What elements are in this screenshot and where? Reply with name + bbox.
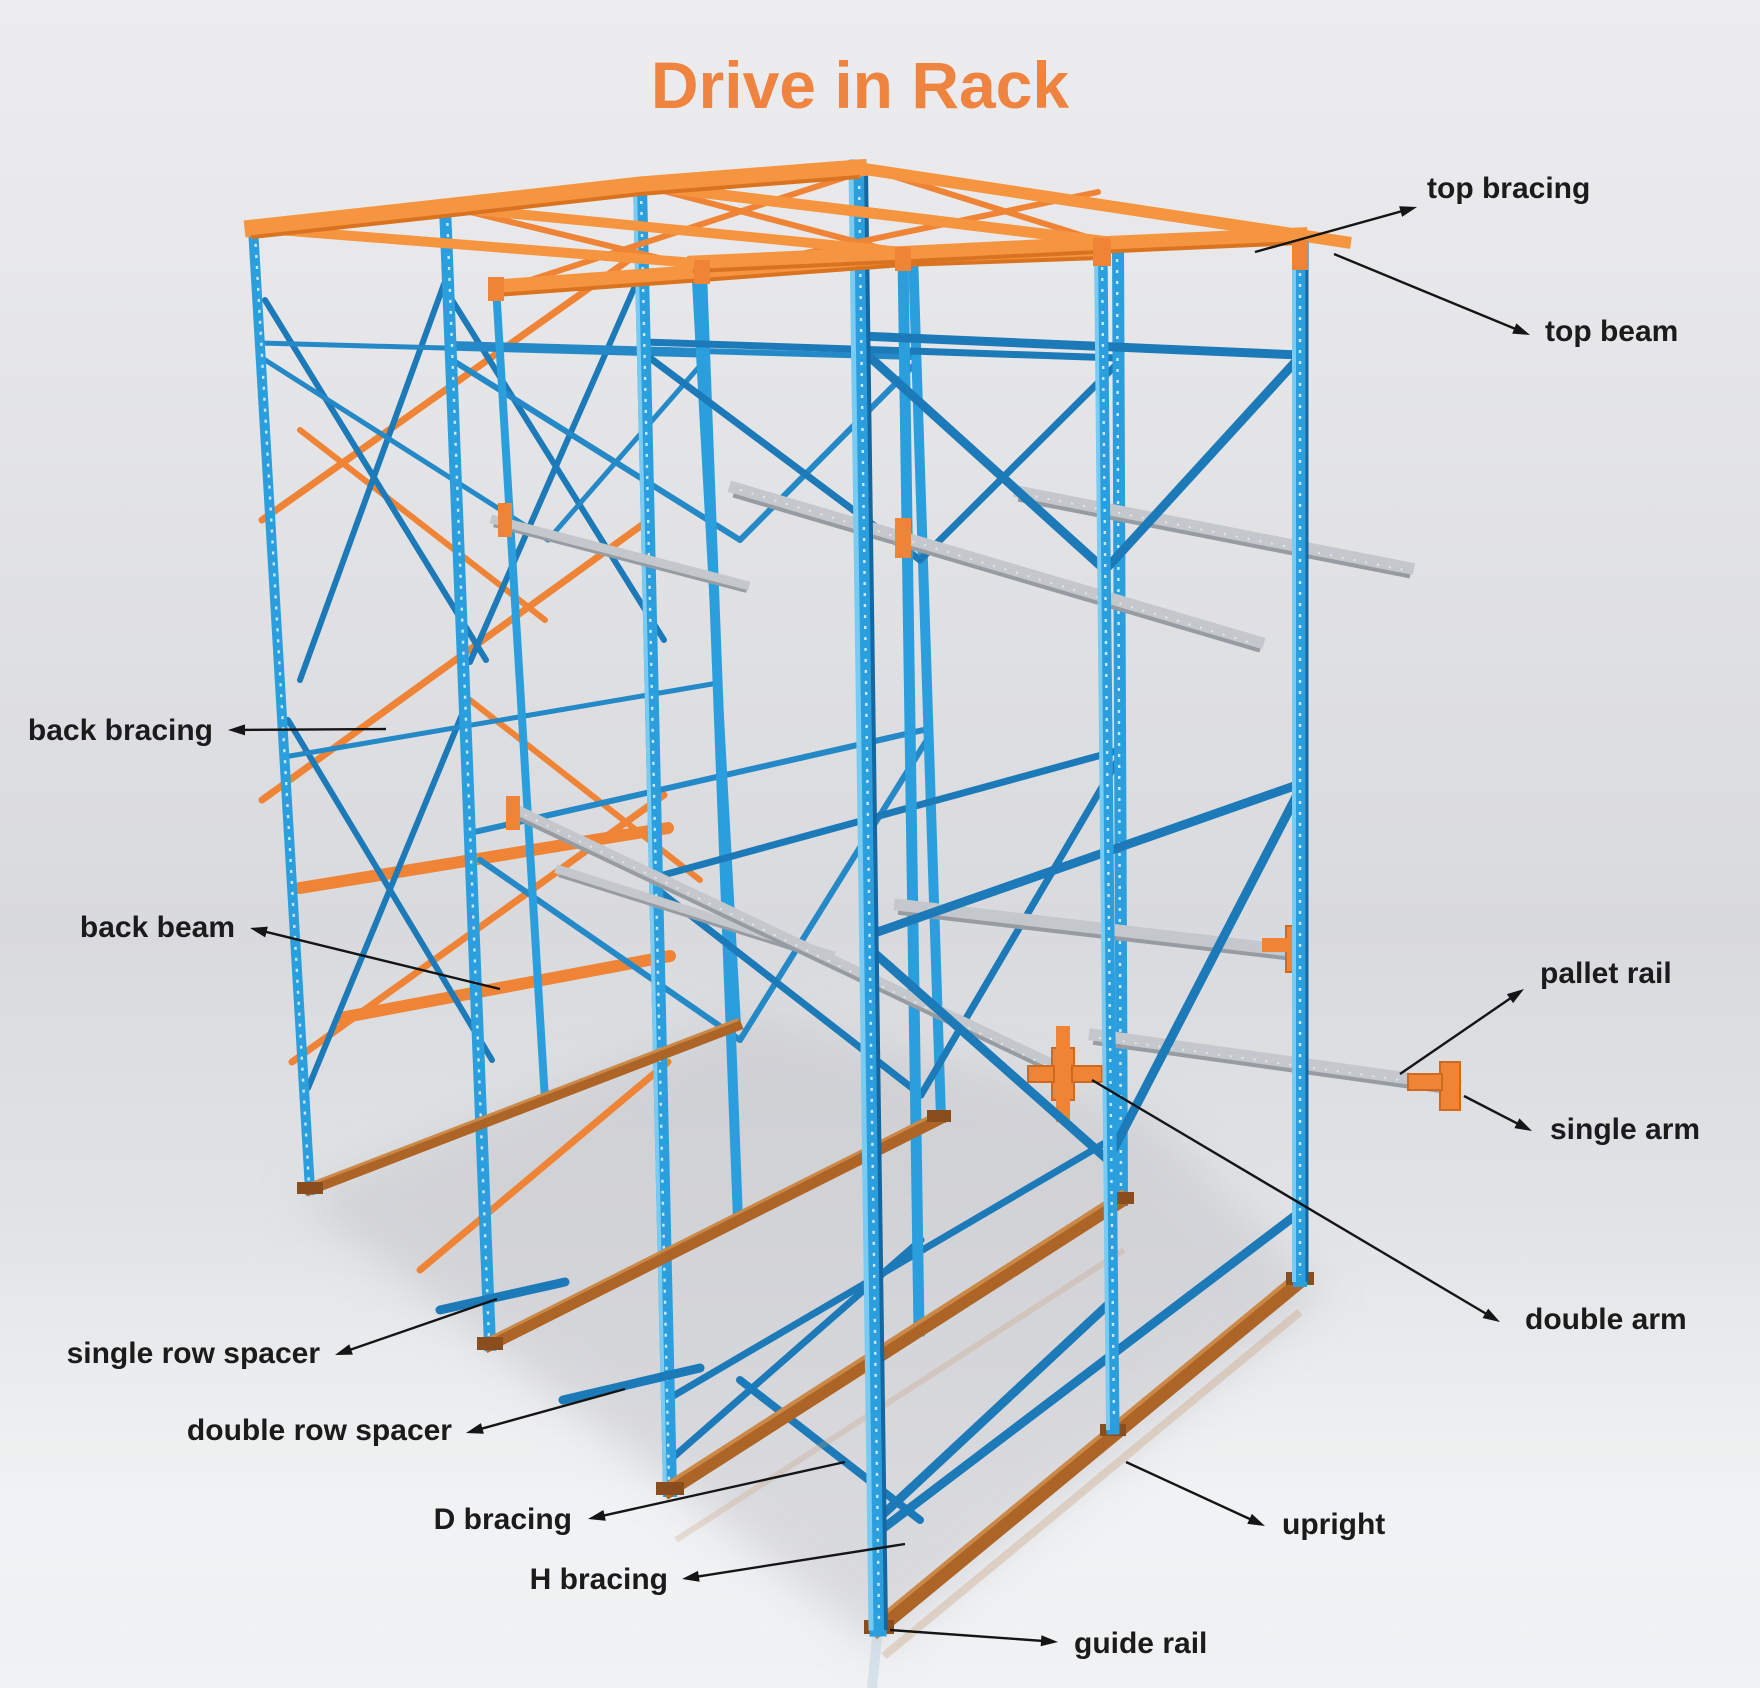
label-double-arm: double arm xyxy=(1091,1078,1687,1336)
frame3-lattice xyxy=(855,331,1305,1538)
label-arrowhead-back-bracing xyxy=(228,724,246,736)
label-guide-rail: guide rail xyxy=(889,1627,1207,1660)
label-text-single-row-spacer: single row spacer xyxy=(67,1337,321,1370)
label-arrowhead-upright xyxy=(1247,1513,1265,1526)
label-text-upright: upright xyxy=(1282,1508,1385,1541)
label-arrowhead-top-bracing xyxy=(1399,206,1417,217)
label-double-row-spacer: double row spacer xyxy=(187,1387,626,1447)
label-arrow-top-beam xyxy=(1333,252,1520,332)
back-beam-members xyxy=(294,822,676,1024)
label-text-top-beam: top beam xyxy=(1545,315,1678,348)
label-arrow-d-bracing xyxy=(599,1460,846,1518)
label-arrowhead-guide-rail xyxy=(1040,1635,1058,1647)
label-text-d-bracing: D bracing xyxy=(434,1503,572,1536)
single-arm-bracket xyxy=(1407,1061,1461,1111)
frame2-uprights xyxy=(632,177,1129,1498)
frame3-uprights xyxy=(848,159,1309,1637)
label-arrow-upright xyxy=(1125,1460,1255,1523)
label-top-bracing: top bracing xyxy=(1254,172,1590,254)
label-arrowhead-double-arm xyxy=(1482,1308,1500,1322)
label-arrowhead-top-beam xyxy=(1512,323,1530,335)
rack-illustration xyxy=(243,158,1462,1688)
label-text-double-row-spacer: double row spacer xyxy=(187,1414,452,1447)
label-arrowhead-pallet-rail xyxy=(1506,989,1524,1004)
label-arrow-back-bracing xyxy=(239,727,387,732)
label-upright: upright xyxy=(1125,1460,1385,1541)
labels-layer: top bracing top beam back bracing back beam… xyxy=(28,172,1700,1660)
label-arrow-single-row-spacer xyxy=(345,1297,498,1353)
label-text-back-bracing: back bracing xyxy=(28,714,213,747)
label-arrow-double-arm xyxy=(1091,1078,1491,1317)
label-single-row-spacer: single row spacer xyxy=(67,1297,498,1370)
label-arrow-guide-rail xyxy=(889,1628,1047,1643)
label-arrowhead-single-row-spacer xyxy=(335,1344,353,1355)
label-single-arm: single arm xyxy=(1463,1094,1700,1146)
label-arrow-top-bracing xyxy=(1254,209,1406,254)
label-text-pallet-rail: pallet rail xyxy=(1540,957,1672,990)
label-back-bracing: back bracing xyxy=(28,714,387,747)
label-arrowhead-single-arm xyxy=(1514,1118,1532,1131)
label-arrowhead-h-bracing xyxy=(682,1570,700,1582)
label-d-bracing: D bracing xyxy=(434,1460,846,1536)
label-back-beam: back beam xyxy=(80,911,501,991)
label-text-back-beam: back beam xyxy=(80,911,235,944)
rack-shadow xyxy=(295,1015,1325,1648)
page-title: Drive in Rack xyxy=(651,48,1069,122)
label-text-double-arm: double arm xyxy=(1525,1303,1687,1336)
label-arrowhead-back-beam xyxy=(250,926,268,938)
label-arrow-back-beam xyxy=(261,929,501,991)
label-text-h-bracing: H bracing xyxy=(530,1563,668,1596)
top-beams xyxy=(243,158,1352,301)
label-pallet-rail: pallet rail xyxy=(1399,957,1672,1075)
label-top-beam: top beam xyxy=(1333,252,1678,348)
double-arm-bracket xyxy=(1027,1026,1103,1122)
label-h-bracing: H bracing xyxy=(530,1542,906,1596)
label-arrow-h-bracing xyxy=(693,1542,906,1579)
label-text-guide-rail: guide rail xyxy=(1074,1627,1207,1660)
label-text-top-bracing: top bracing xyxy=(1427,172,1590,205)
label-arrow-pallet-rail xyxy=(1399,994,1515,1075)
label-arrowhead-double-row-spacer xyxy=(466,1423,484,1434)
label-arrow-double-row-spacer xyxy=(477,1387,626,1431)
label-text-single-arm: single arm xyxy=(1550,1113,1700,1146)
row-spacers xyxy=(435,1277,924,1524)
label-arrow-single-arm xyxy=(1463,1094,1522,1127)
label-arrowhead-d-bracing xyxy=(588,1509,606,1521)
